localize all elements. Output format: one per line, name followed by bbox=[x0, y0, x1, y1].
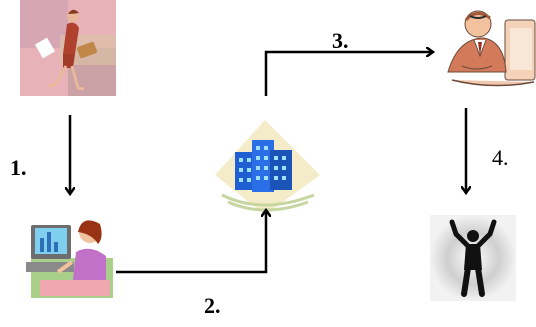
step-label-1: 1. bbox=[10, 155, 27, 180]
arrow-step-3 bbox=[264, 52, 432, 96]
step-label-3: 3. bbox=[332, 28, 349, 53]
arrow-step-2 bbox=[116, 211, 266, 274]
office-building-icon bbox=[215, 120, 320, 215]
step-label-2: 2. bbox=[204, 293, 221, 318]
woman-at-computer-icon bbox=[26, 220, 113, 298]
step-label-4: 4. bbox=[492, 145, 509, 170]
walking-businesswoman-icon bbox=[20, 0, 116, 96]
businessman-at-computer-icon bbox=[447, 10, 536, 87]
celebrating-silhouette-icon bbox=[430, 215, 516, 301]
